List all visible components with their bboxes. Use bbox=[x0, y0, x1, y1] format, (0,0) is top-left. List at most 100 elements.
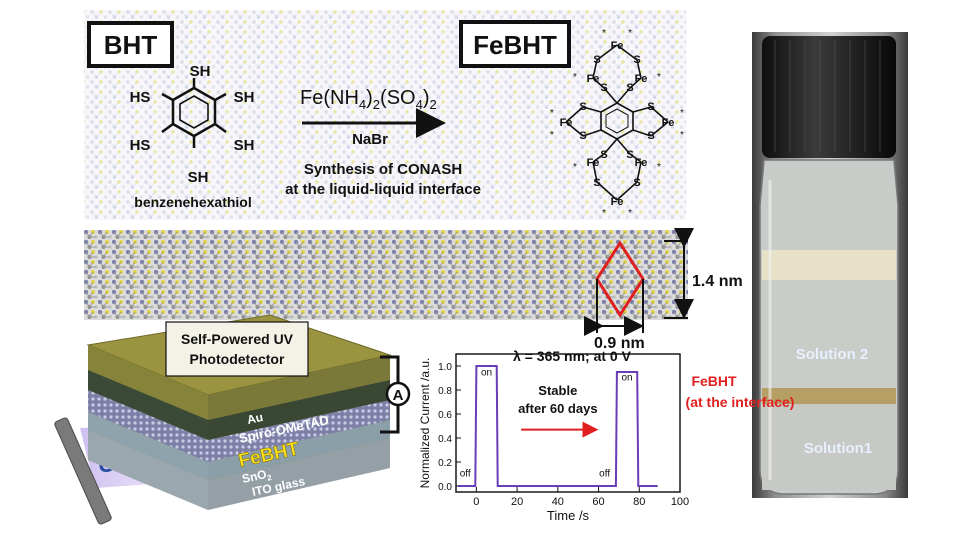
fe-atom: Fe bbox=[662, 117, 675, 129]
star-mark: * bbox=[657, 162, 661, 173]
fe-atom: Fe bbox=[587, 157, 600, 169]
bht-molecule bbox=[161, 78, 227, 148]
reaction-condition: NaBr bbox=[352, 131, 388, 148]
febht-interface-line1: FeBHT bbox=[691, 373, 737, 389]
device-title-box bbox=[165, 321, 309, 377]
chart-annotation: off bbox=[599, 468, 610, 479]
s-atom: S bbox=[593, 177, 600, 189]
star-mark: * bbox=[550, 108, 554, 119]
febht-label-box bbox=[459, 20, 571, 68]
s-atom: S bbox=[579, 130, 586, 142]
x-tick-label: 80 bbox=[633, 496, 645, 508]
s-atom: S bbox=[633, 54, 640, 66]
fe-atom: Fe bbox=[635, 73, 648, 85]
chart-frame bbox=[455, 353, 681, 493]
unit-cell-rhombus bbox=[595, 240, 645, 318]
febht-interface-line2: (at the interface) bbox=[686, 394, 795, 410]
synthesis-line1: Synthesis of CONASH bbox=[304, 161, 462, 178]
star-mark: * bbox=[550, 130, 554, 141]
chart-title: λ = 365 nm; at 0 V bbox=[513, 348, 632, 364]
bht-sh-right-top: SH bbox=[234, 89, 255, 106]
solution2-surface bbox=[762, 250, 896, 280]
ammeter-symbol bbox=[385, 381, 411, 407]
star-mark: * bbox=[628, 208, 632, 219]
x-tick-label: 60 bbox=[592, 496, 604, 508]
width-dimension-label: 0.9 nm bbox=[594, 335, 645, 352]
star-mark: * bbox=[680, 130, 684, 141]
s-atom: S bbox=[647, 101, 654, 113]
fe-atom: Fe bbox=[560, 117, 573, 129]
star-mark: * bbox=[602, 28, 606, 39]
layer-au: Au bbox=[246, 410, 265, 427]
s-atom: S bbox=[593, 54, 600, 66]
vial-cap bbox=[762, 36, 896, 158]
s-atom: S bbox=[633, 177, 640, 189]
solution2-layer bbox=[762, 280, 896, 390]
star-mark: * bbox=[680, 108, 684, 119]
x-axis-label: Time /s bbox=[547, 508, 590, 523]
synthesis-line2: at the liquid-liquid interface bbox=[285, 181, 481, 198]
device-title-line1: Self-Powered UV bbox=[181, 331, 294, 347]
device-title-line2: Photodetector bbox=[190, 351, 285, 367]
lattice-band bbox=[84, 230, 688, 320]
s-atom: S bbox=[579, 101, 586, 113]
bht-label-box bbox=[87, 21, 174, 68]
bht-hs-left-top: HS bbox=[130, 89, 151, 106]
bht-sh-bottom: SH bbox=[188, 169, 209, 186]
solution2-label: Solution 2 bbox=[796, 346, 869, 363]
chart-annotation: on bbox=[621, 372, 632, 383]
fe-atom: Fe bbox=[611, 196, 624, 208]
layer-sno2: SnO2 bbox=[241, 466, 273, 488]
ammeter-circuit bbox=[380, 355, 400, 434]
y-tick-label: 0.0 bbox=[438, 482, 452, 493]
y-tick-label: 0.2 bbox=[438, 458, 452, 469]
reagent-formula: Fe(NH4)2(SO4)2 bbox=[300, 87, 437, 112]
fe-atom: Fe bbox=[635, 157, 648, 169]
febht-label: FeBHT bbox=[473, 30, 557, 60]
chart-annotation: off bbox=[460, 468, 471, 479]
bht-hs-left-bottom: HS bbox=[130, 137, 151, 154]
lattice-background-top bbox=[84, 10, 686, 220]
bht-sh-right-bottom: SH bbox=[234, 137, 255, 154]
x-tick-label: 100 bbox=[671, 496, 689, 508]
s-atom: S bbox=[600, 149, 607, 161]
solution1-label: Solution1 bbox=[804, 440, 872, 457]
bht-name: benzenehexathiol bbox=[134, 194, 251, 210]
bht-label: BHT bbox=[104, 30, 158, 60]
fe-atom: Fe bbox=[611, 40, 624, 52]
star-mark: * bbox=[573, 162, 577, 173]
star-mark: * bbox=[602, 208, 606, 219]
x-tick-label: 20 bbox=[511, 496, 523, 508]
photocurrent-chart: 0 20 40 60 80 100 0.0 0.2 0.4 0.6 0.8 1.0 λ = 365 nm… bbox=[418, 348, 689, 523]
star-mark: * bbox=[573, 72, 577, 83]
chart-annotation: after 60 days bbox=[518, 401, 598, 416]
y-tick-label: 0.4 bbox=[438, 434, 452, 445]
solution1-layer bbox=[762, 404, 896, 490]
uv-lamp bbox=[54, 417, 112, 525]
x-tick-label: 0 bbox=[473, 496, 479, 508]
star-mark: * bbox=[628, 28, 632, 39]
y-tick-label: 1.0 bbox=[438, 362, 452, 373]
x-tick-label: 40 bbox=[552, 496, 564, 508]
febht-structure: Fe Fe Fe Fe Fe Fe Fe Fe S S S S S S S S … bbox=[550, 28, 684, 219]
fe-atom: Fe bbox=[587, 73, 600, 85]
y-tick-label: 0.8 bbox=[438, 386, 452, 397]
y-tick-label: 0.6 bbox=[438, 410, 452, 421]
chart-annotation: Stable bbox=[538, 383, 577, 398]
y-axis-label: Normalized Current /a.u. bbox=[418, 358, 432, 489]
interface-film bbox=[762, 388, 896, 404]
current-trace bbox=[458, 365, 658, 487]
s-atom: S bbox=[626, 149, 633, 161]
chart-annotation: on bbox=[481, 368, 492, 379]
s-atom: S bbox=[600, 82, 607, 94]
star-mark: * bbox=[657, 72, 661, 83]
unit-cell-frame bbox=[584, 228, 694, 336]
ammeter-label: A bbox=[393, 387, 404, 404]
height-dimension-label: 1.4 nm bbox=[692, 273, 743, 290]
s-atom: S bbox=[647, 130, 654, 142]
vial-photo bbox=[752, 32, 908, 498]
bht-sh-top: SH bbox=[190, 63, 211, 80]
s-atom: S bbox=[626, 82, 633, 94]
